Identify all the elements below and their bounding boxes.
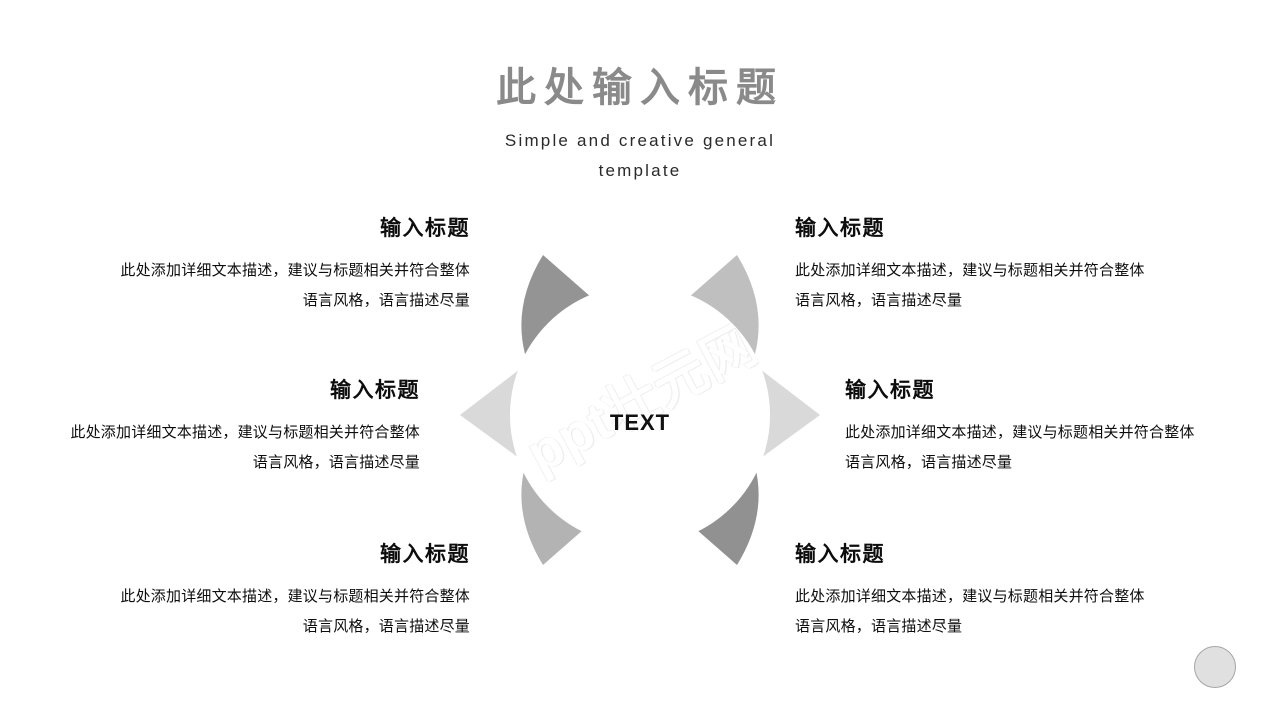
text-block-top-left: 输入标题 此处添加详细文本描述，建议与标题相关并符合整体语言风格，语言描述尽量	[110, 216, 470, 316]
corner-circle-decoration	[1194, 646, 1236, 688]
text-block-bottom-right: 输入标题 此处添加详细文本描述，建议与标题相关并符合整体语言风格，语言描述尽量	[795, 542, 1155, 642]
watermark-text: ppt壮元网	[517, 313, 768, 485]
block-body-top-right: 此处添加详细文本描述，建议与标题相关并符合整体语言风格，语言描述尽量	[795, 262, 1145, 309]
block-title-top-left: 输入标题	[380, 217, 470, 240]
text-block-middle-left: 输入标题 此处添加详细文本描述，建议与标题相关并符合整体语言风格，语言描述尽量	[60, 378, 420, 478]
page-subtitle: Simple and creative general template	[504, 131, 776, 180]
block-body-top-left: 此处添加详细文本描述，建议与标题相关并符合整体语言风格，语言描述尽量	[120, 262, 470, 309]
block-title-bottom-right: 输入标题	[795, 543, 885, 566]
block-body-middle-right: 此处添加详细文本描述，建议与标题相关并符合整体语言风格，语言描述尽量	[845, 424, 1195, 471]
center-label: TEXT	[609, 410, 671, 435]
block-body-bottom-left: 此处添加详细文本描述，建议与标题相关并符合整体语言风格，语言描述尽量	[120, 588, 470, 635]
text-block-top-right: 输入标题 此处添加详细文本描述，建议与标题相关并符合整体语言风格，语言描述尽量	[795, 216, 1155, 316]
block-title-middle-left: 输入标题	[330, 379, 420, 402]
block-title-bottom-left: 输入标题	[380, 543, 470, 566]
slide-header: 此处输入标题 Simple and creative general templ…	[340, 62, 940, 186]
center-circle: ppt壮元网 TEXT	[510, 285, 770, 545]
block-body-bottom-right: 此处添加详细文本描述，建议与标题相关并符合整体语言风格，语言描述尽量	[795, 588, 1145, 635]
block-body-middle-left: 此处添加详细文本描述，建议与标题相关并符合整体语言风格，语言描述尽量	[70, 424, 420, 471]
page-title: 此处输入标题	[496, 66, 784, 110]
block-title-top-right: 输入标题	[795, 217, 885, 240]
text-block-middle-right: 输入标题 此处添加详细文本描述，建议与标题相关并符合整体语言风格，语言描述尽量	[845, 378, 1205, 478]
text-block-bottom-left: 输入标题 此处添加详细文本描述，建议与标题相关并符合整体语言风格，语言描述尽量	[110, 542, 470, 642]
block-title-middle-right: 输入标题	[845, 379, 935, 402]
